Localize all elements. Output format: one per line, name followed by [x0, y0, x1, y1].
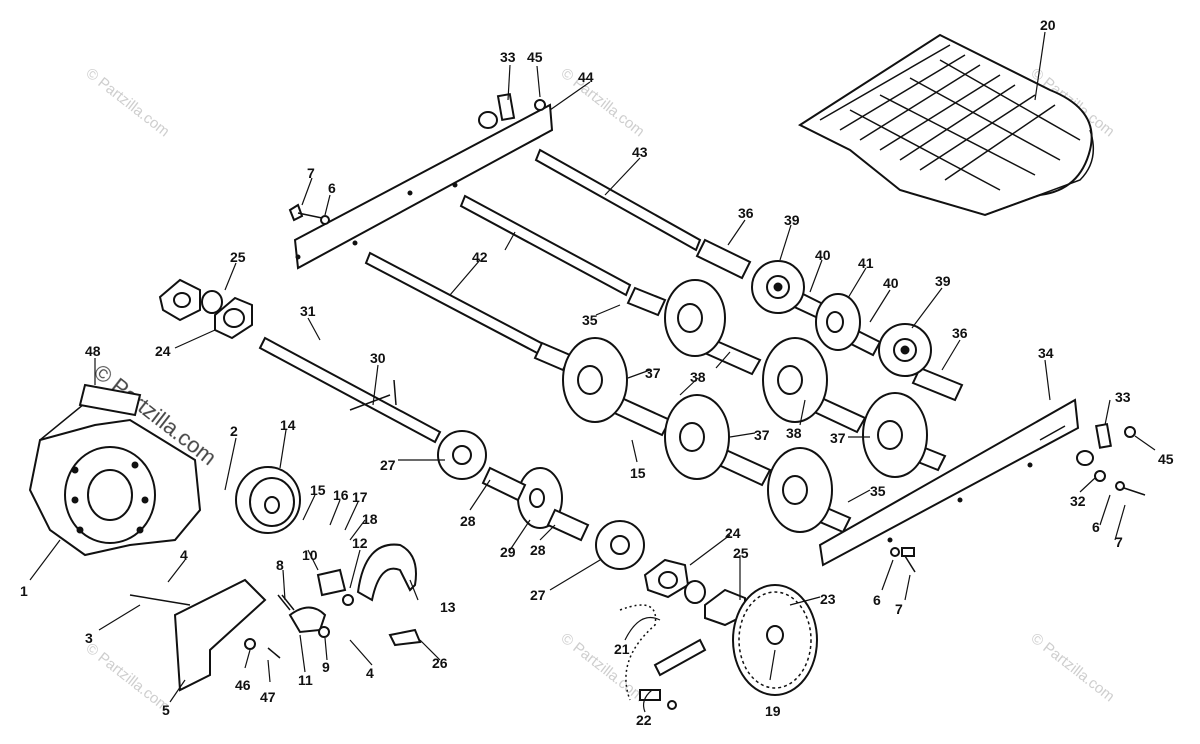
callout-10: 10	[302, 547, 318, 563]
callout-39: 39	[935, 273, 951, 289]
callout-33: 33	[1115, 389, 1131, 405]
callout-5: 5	[162, 702, 170, 718]
watermark: © Partzilla.com	[83, 640, 173, 716]
callout-15: 15	[310, 482, 326, 498]
callout-37: 37	[830, 430, 846, 446]
callout-20: 20	[1040, 17, 1056, 33]
warning-label	[78, 383, 142, 417]
watermark: © Partzilla.com	[83, 65, 173, 141]
callout-26: 26	[432, 655, 448, 671]
bolt-7-top	[288, 203, 330, 225]
chain-case-cover	[28, 394, 202, 557]
callout-40: 40	[815, 247, 831, 263]
callout-1: 1	[20, 583, 28, 599]
callout-25: 25	[733, 545, 749, 561]
callout-14: 14	[280, 417, 296, 433]
driven-sprocket	[732, 584, 818, 696]
callout-28: 28	[530, 542, 546, 558]
callout-8: 8	[276, 557, 284, 573]
callout-43: 43	[632, 144, 648, 160]
callout-27: 27	[530, 587, 546, 603]
leader-lines	[29, 31, 1156, 713]
callout-9: 9	[322, 659, 330, 675]
callout-17: 17	[352, 489, 368, 505]
callout-23: 23	[820, 591, 836, 607]
callout-11: 11	[298, 672, 313, 688]
callout-36: 36	[952, 325, 968, 341]
callout-37: 37	[754, 427, 770, 443]
callout-24: 24	[155, 343, 171, 359]
callout-7: 7	[307, 165, 315, 181]
drive-shaft	[258, 336, 442, 444]
bearing-flanges	[158, 278, 746, 627]
drive-axles	[481, 466, 590, 542]
callout-19: 19	[765, 703, 781, 719]
callout-4: 4	[180, 547, 188, 563]
mounting-bracket	[129, 578, 281, 692]
callout-33: 33	[500, 49, 516, 65]
brake-band	[356, 543, 417, 602]
callout-38: 38	[786, 425, 802, 441]
bracket-33-top	[478, 92, 546, 129]
callout-7: 7	[1115, 534, 1123, 550]
callout-4: 4	[366, 665, 374, 681]
callout-12: 12	[352, 535, 368, 551]
callout-2: 2	[230, 423, 238, 439]
callout-16: 16	[333, 487, 349, 503]
upper-side-rail	[293, 103, 554, 270]
callout-22: 22	[636, 712, 652, 728]
track-belt	[797, 33, 1095, 217]
callout-46: 46	[235, 677, 251, 693]
watermark: © Partzilla.com	[558, 630, 648, 706]
callout-42: 42	[472, 249, 488, 265]
callout-31: 31	[300, 303, 316, 319]
callout-3: 3	[85, 630, 93, 646]
bracket-33-right	[1076, 422, 1146, 496]
callout-6: 6	[328, 180, 336, 196]
watermark: © Partzilla.com	[1028, 630, 1118, 706]
callout-39: 39	[784, 212, 800, 228]
callout-34: 34	[1038, 345, 1054, 361]
callout-47: 47	[260, 689, 276, 705]
callout-6: 6	[873, 592, 881, 608]
lower-side-rail	[818, 398, 1080, 567]
callout-7: 7	[895, 601, 903, 617]
brake-disc	[235, 466, 301, 534]
bolt-lower	[890, 547, 916, 573]
callout-44: 44	[578, 69, 594, 85]
bogie-wheels	[517, 279, 928, 533]
callout-28: 28	[460, 513, 476, 529]
callout-40: 40	[883, 275, 899, 291]
callout-21: 21	[614, 641, 630, 657]
callout-36: 36	[738, 205, 754, 221]
callout-35: 35	[582, 312, 598, 328]
callout-13: 13	[440, 599, 456, 615]
callout-6: 6	[1092, 519, 1100, 535]
callout-29: 29	[500, 544, 516, 560]
callout-24: 24	[725, 525, 741, 541]
sprockets	[437, 260, 932, 570]
brake-parts	[277, 568, 422, 647]
callout-45: 45	[1158, 451, 1174, 467]
callout-37: 37	[645, 365, 661, 381]
callout-30: 30	[370, 350, 386, 366]
callout-labels: 1 2 3 4 4 5 6 6 6 7 7 7 8 9 10 11 12 13 …	[20, 17, 1174, 728]
callout-45: 45	[527, 49, 543, 65]
watermark: © Partzilla.com	[558, 65, 648, 141]
callout-32: 32	[1070, 493, 1086, 509]
callout-38: 38	[690, 369, 706, 385]
callout-27: 27	[380, 457, 396, 473]
callout-35: 35	[870, 483, 886, 499]
callout-48: 48	[85, 343, 101, 359]
callout-15: 15	[630, 465, 646, 481]
callout-25: 25	[230, 249, 246, 265]
callout-18: 18	[362, 511, 378, 527]
callout-41: 41	[858, 255, 874, 271]
